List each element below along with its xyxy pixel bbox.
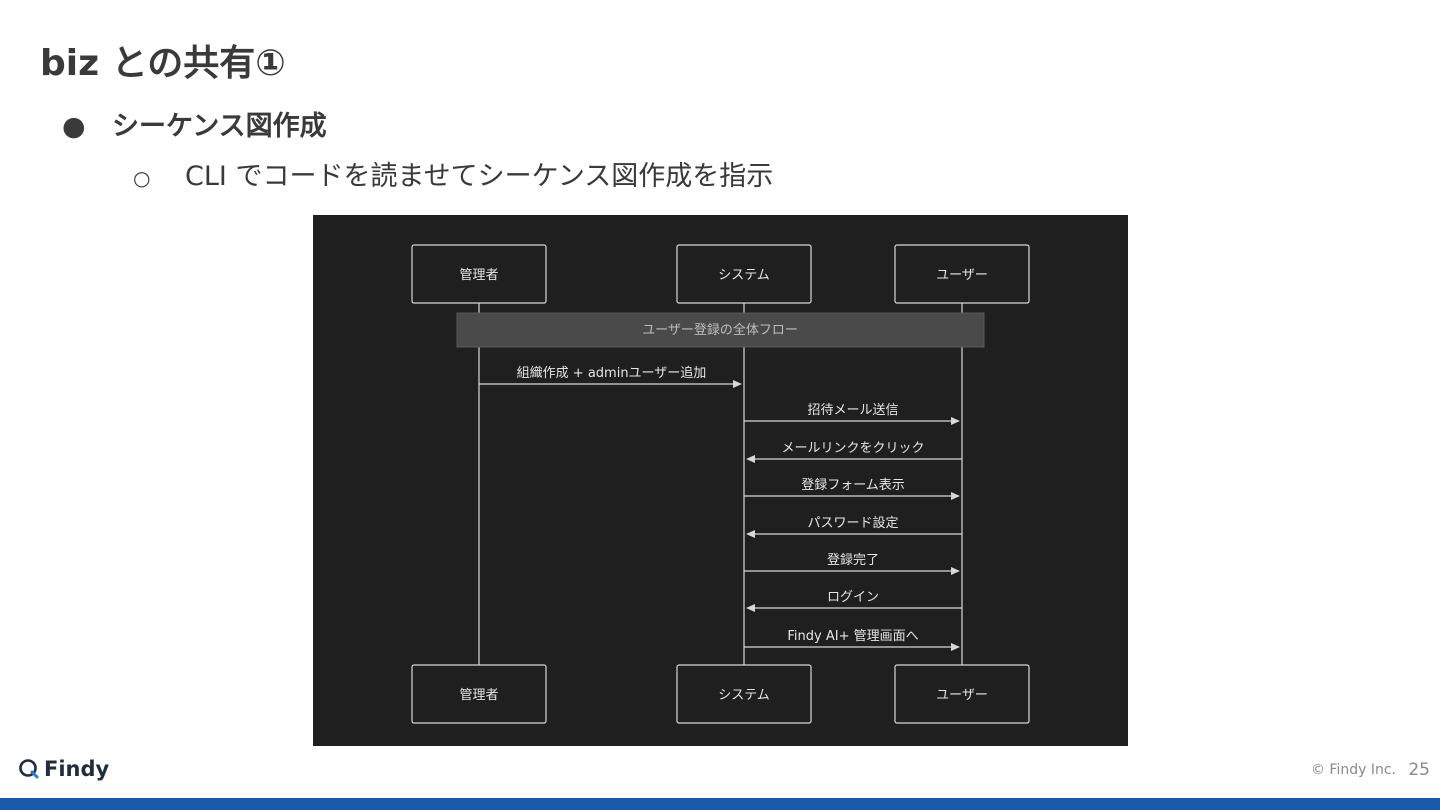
participant-bottom-box-2: [894, 664, 1030, 724]
participant-top-box-2: [894, 244, 1030, 304]
message-label-1: 招待メール送信: [807, 403, 898, 418]
participant-bottom-box-1: [676, 664, 812, 724]
message-arrow-head-6: [746, 604, 755, 612]
participant-top-box-0: [411, 244, 547, 304]
bullet-level-1: ● シーケンス図作成: [62, 104, 327, 143]
message-arrow-head-7: [951, 643, 960, 651]
bullet-dot: ●: [62, 111, 86, 142]
participant-top-label-0: 管理者: [459, 268, 498, 283]
message-label-2: メールリンクをクリック: [781, 441, 924, 456]
slide-title: biz との共有①: [40, 43, 286, 84]
message-arrow-head-1: [951, 417, 960, 425]
page-number: 25: [1408, 760, 1430, 780]
message-arrow-head-2: [746, 455, 755, 463]
message-label-5: 登録完了: [827, 553, 879, 568]
bullet-1-text: シーケンス図作成: [112, 111, 327, 142]
findy-logo-icon: [19, 759, 39, 779]
message-label-6: ログイン: [827, 590, 879, 605]
message-label-3: 登録フォーム表示: [801, 478, 905, 493]
message-arrow-head-4: [746, 530, 755, 538]
participant-bottom-label-0: 管理者: [459, 688, 498, 703]
findy-logo: Findy: [18, 757, 109, 781]
message-label-7: Findy AI+ 管理画面へ: [787, 629, 918, 644]
copyright: © Findy Inc.: [1310, 762, 1396, 778]
note-bar: [456, 312, 985, 348]
message-label-4: パスワード設定: [807, 515, 898, 531]
participant-bottom-box-0: [411, 664, 547, 724]
participant-bottom-label-1: システム: [718, 688, 770, 703]
sequence-diagram: 管理者システムユーザー管理者システムユーザーユーザー登録の全体フロー組織作成 +…: [313, 215, 1128, 746]
message-arrow-head-3: [951, 492, 960, 500]
participant-top-label-2: ユーザー: [936, 268, 988, 283]
bullet-circle: ○: [133, 166, 151, 190]
sequence-diagram-svg: 管理者システムユーザー管理者システムユーザーユーザー登録の全体フロー組織作成 +…: [411, 244, 1030, 724]
participant-top-box-1: [676, 244, 812, 304]
participant-bottom-label-2: ユーザー: [936, 688, 988, 703]
bullet-level-2: ○ CLI でコードを読ませてシーケンス図作成を指示: [133, 154, 773, 193]
bottom-bar: [0, 798, 1440, 810]
participant-top-label-1: システム: [718, 268, 770, 283]
note-text: ユーザー登録の全体フロー: [642, 322, 798, 338]
logo-text: Findy: [44, 757, 110, 781]
message-arrow-head-0: [733, 380, 742, 388]
message-arrow-head-5: [951, 567, 960, 575]
message-label-0: 組織作成 + adminユーザー追加: [517, 365, 707, 381]
bullet-2-text: CLI でコードを読ませてシーケンス図作成を指示: [185, 161, 774, 192]
